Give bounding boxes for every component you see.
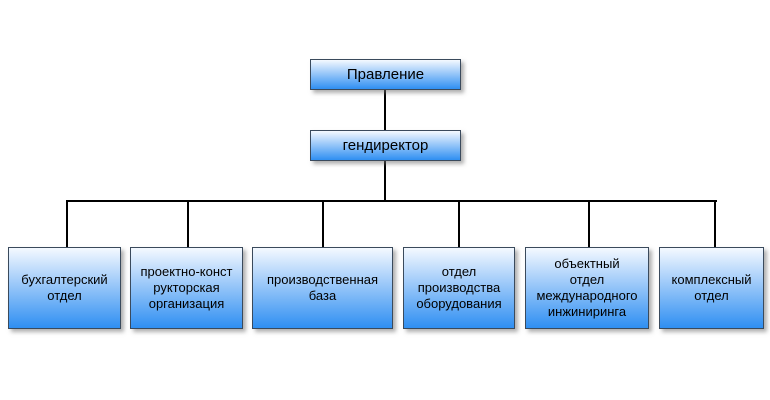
board-node: Правление (310, 59, 461, 90)
department-label: отдел производства оборудования (416, 264, 502, 311)
department-label: объектный отдел международного инжинирин… (536, 256, 638, 319)
department-label: проектно-конст рукторская организация (140, 264, 233, 311)
connector-bus-horizontal (66, 200, 717, 202)
department-node-accounting: бухгалтерский отдел (8, 247, 121, 329)
department-node-design: проектно-конст рукторская организация (130, 247, 243, 329)
department-label: комплексный отдел (671, 272, 752, 303)
director-node: гендиректор (310, 130, 461, 161)
department-node-complex: комплексный отдел (659, 247, 764, 329)
department-node-international-engineering: объектный отдел международного инжинирин… (525, 247, 649, 329)
department-label: производственная база (266, 272, 379, 303)
department-node-equipment-production: отдел производства оборудования (403, 247, 515, 329)
connector-board-director (384, 89, 386, 131)
connector-bus-dept-4 (458, 200, 460, 248)
department-node-production-base: производственная база (252, 247, 393, 329)
connector-bus-dept-2 (187, 200, 189, 248)
connector-bus-dept-1 (66, 200, 68, 248)
connector-bus-dept-6 (714, 200, 716, 248)
director-label: гендиректор (342, 136, 429, 154)
department-label: бухгалтерский отдел (21, 272, 108, 303)
connector-bus-dept-3 (322, 200, 324, 248)
connector-bus-dept-5 (588, 200, 590, 248)
connector-director-bus (384, 160, 386, 202)
board-label: Правление (346, 65, 425, 83)
